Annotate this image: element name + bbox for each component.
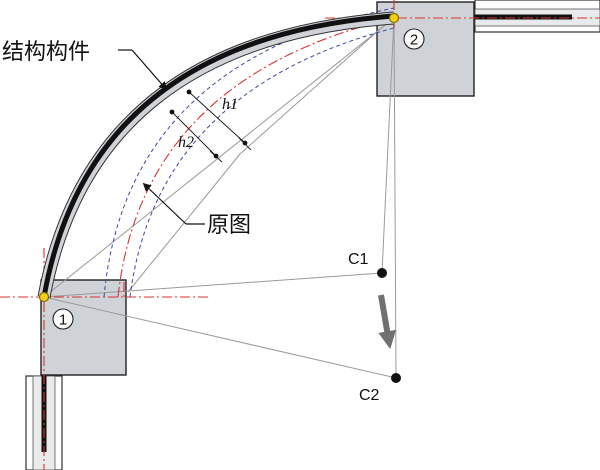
dimension-dots (169, 89, 248, 159)
label-h2: h2 (178, 134, 194, 151)
leader-original (142, 182, 205, 225)
center-point-c2 (391, 373, 401, 383)
label-c1: C1 (348, 251, 369, 268)
dimension-lines (171, 91, 252, 163)
curved-member (37, 11, 395, 299)
leader-structure (118, 49, 168, 91)
construction-lines (43, 17, 397, 379)
right-beam (398, 0, 600, 33)
node-dot-1 (38, 291, 50, 303)
label-c2: C2 (359, 387, 380, 404)
label-structure: 结构构件 (2, 39, 90, 64)
shift-arrow (378, 294, 397, 350)
label-h1: h1 (222, 96, 238, 113)
center-point-c1 (377, 268, 387, 278)
node-number-1-text: 1 (59, 312, 67, 329)
label-original: 原图 (207, 212, 251, 237)
node-number-2: 2 (403, 28, 425, 50)
node-number-1: 1 (52, 308, 74, 330)
node-dot-2 (388, 12, 400, 24)
node-number-2-text: 2 (410, 32, 418, 49)
